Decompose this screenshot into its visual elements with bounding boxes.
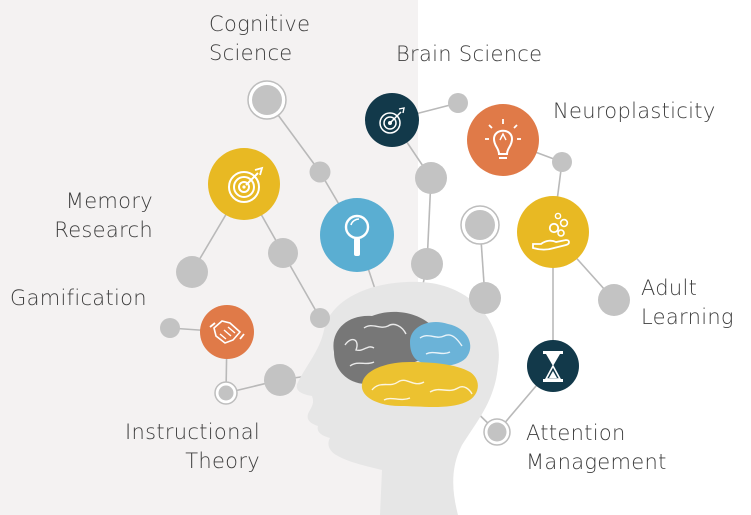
node bbox=[160, 318, 180, 338]
hand-gears-icon bbox=[517, 196, 589, 268]
label-line: Research bbox=[54, 218, 153, 242]
magnifier-icon bbox=[320, 198, 394, 272]
label-line: Cognitive bbox=[209, 12, 311, 36]
brain-graphic bbox=[333, 311, 478, 407]
handshake-icon bbox=[200, 305, 254, 359]
label-line: Science bbox=[209, 41, 293, 65]
instructional-theory-label: Instructional Theory bbox=[100, 418, 260, 476]
neuroplasticity-label: Neuroplasticity bbox=[553, 97, 716, 126]
label-line: Management bbox=[526, 450, 667, 474]
node bbox=[264, 364, 296, 396]
memory-research-label: Memory Research bbox=[40, 187, 153, 245]
label-line: Adult bbox=[641, 276, 698, 300]
label-line: Learning bbox=[641, 305, 734, 329]
ringed-nodes bbox=[214, 80, 511, 446]
brain-science-label: Brain Science bbox=[396, 40, 542, 69]
cognitive-science-label: Cognitive Science bbox=[209, 10, 310, 68]
hourglass-icon bbox=[527, 340, 579, 392]
target-icon bbox=[208, 148, 280, 220]
gray-nodes bbox=[160, 93, 630, 396]
gamification-label: Gamification bbox=[10, 284, 147, 313]
adult-learning-label: Adult Learning bbox=[641, 274, 734, 332]
label-line: Attention bbox=[526, 421, 626, 445]
node bbox=[598, 284, 630, 316]
lightbulb-icon bbox=[467, 104, 539, 176]
node bbox=[469, 282, 501, 314]
node bbox=[448, 93, 468, 113]
label-line: Brain Science bbox=[396, 42, 543, 66]
node bbox=[415, 162, 447, 194]
label-line: Neuroplasticity bbox=[553, 99, 716, 123]
label-line: Memory bbox=[65, 189, 153, 213]
label-line: Theory bbox=[185, 449, 260, 473]
node bbox=[176, 256, 208, 288]
node bbox=[268, 238, 298, 268]
node bbox=[309, 161, 331, 183]
node bbox=[310, 308, 330, 328]
bullseye-dart-icon bbox=[365, 93, 419, 147]
attention-management-label: Attention Management bbox=[526, 419, 667, 477]
label-line: Gamification bbox=[10, 286, 147, 310]
label-line: Instructional bbox=[125, 420, 260, 444]
node bbox=[411, 248, 443, 280]
node bbox=[552, 152, 572, 172]
